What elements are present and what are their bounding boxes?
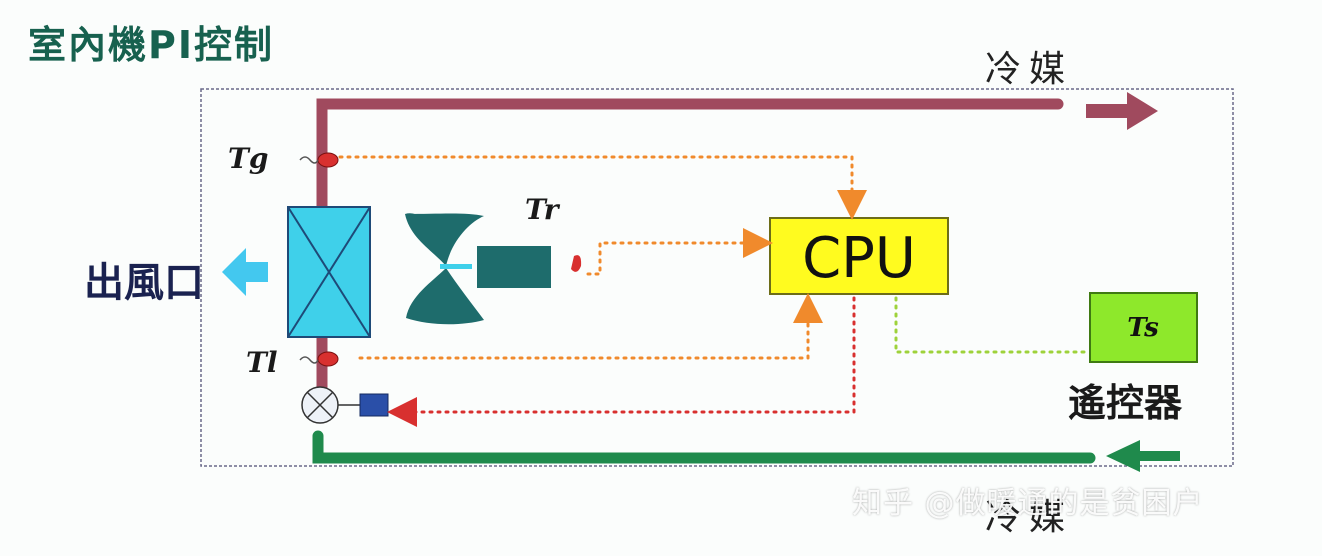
ts-signal-line <box>894 296 1088 354</box>
cpu-block <box>769 217 949 295</box>
tl-sensor-label: Tl <box>246 346 278 379</box>
tl-sensor-icon <box>317 351 339 367</box>
heat-exchanger-coil <box>287 206 371 338</box>
tr-sensor-label: Tr <box>525 193 559 226</box>
refrigerant-in-label: 冷媒 <box>985 497 1074 538</box>
tg-sensor-icon <box>317 152 339 168</box>
expansion-valve-icon <box>301 386 389 424</box>
refrigerant-out-arrow <box>1086 92 1158 130</box>
cpu-label: CPU <box>802 226 916 291</box>
fan-icon <box>405 213 551 325</box>
tl-signal-line <box>358 293 823 360</box>
tr-sensor-icon <box>571 255 582 272</box>
air-outlet-arrow-icon <box>222 248 268 296</box>
watermark: 知乎 @做暖通的是贫困户 <box>852 486 1204 521</box>
diagram-title: 室內機PI控制 <box>28 23 274 67</box>
refrigerant-in-arrow <box>1106 440 1180 472</box>
tg-signal-line <box>338 155 867 220</box>
refrigerant-in-pipe <box>312 430 1096 464</box>
ts-sensor-label: Ts <box>1127 313 1159 343</box>
refrigerant-out-label: 冷媒 <box>985 49 1074 90</box>
indoor-unit-boundary <box>200 88 1234 467</box>
remote-controller-box <box>1089 292 1198 363</box>
air-outlet-label: 出風口 <box>84 260 204 306</box>
remote-controller-label: 遙控器 <box>1068 381 1183 425</box>
tr-signal-line <box>586 228 773 276</box>
tg-sensor-label: Tg <box>228 142 269 175</box>
valve-control-line <box>387 296 856 427</box>
